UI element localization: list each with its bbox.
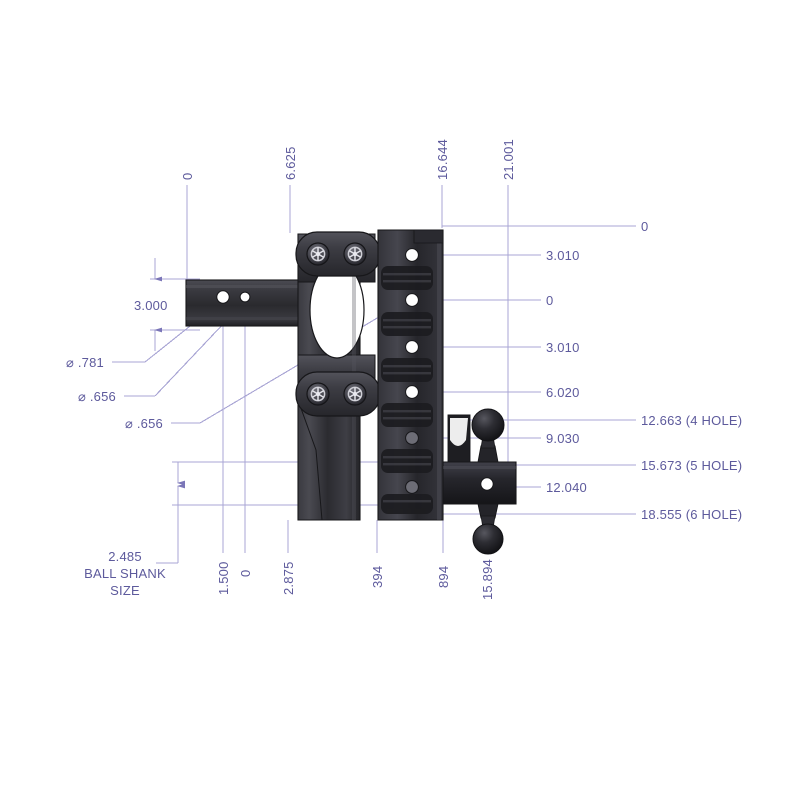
rail-hole-5 xyxy=(405,431,419,445)
bolt-upper-left xyxy=(306,242,330,266)
leader-label-781: ⌀ .781 xyxy=(66,355,104,370)
bottom-label-1500: 1.500 xyxy=(216,561,231,595)
right-label-6020: 6.020 xyxy=(546,385,580,400)
bottom-label-394: 394 xyxy=(370,566,385,588)
trailer-ball-lower xyxy=(472,503,504,555)
shank-hole-small xyxy=(239,291,251,303)
right-label-3010-b: 3.010 xyxy=(546,340,580,355)
right-label-3010-a: 3.010 xyxy=(546,248,580,263)
ball-shank-value: 2.485 xyxy=(108,549,142,564)
bolt-upper-right xyxy=(343,242,367,266)
bottom-label-0: 0 xyxy=(238,570,253,577)
top-label-0: 0 xyxy=(180,173,195,180)
top-label-16644: 16.644 xyxy=(435,139,450,180)
bottom-label-15894: 15.894 xyxy=(480,559,495,600)
receiver-shank-bar xyxy=(185,279,302,327)
ball-shank-text-2: SIZE xyxy=(110,583,140,598)
rail-hole-6 xyxy=(405,480,419,494)
bottom-dimension-labels: 1.500 0 2.875 394 894 15.894 xyxy=(216,559,495,600)
dual-ball-mount xyxy=(442,408,517,555)
right-label-12040: 12.040 xyxy=(546,480,587,495)
hitch-assembly xyxy=(185,229,517,555)
rail-hole-3 xyxy=(405,340,419,354)
ball-shank-size-note: 2.485 BALL SHANK SIZE xyxy=(84,549,166,598)
adjustment-rail xyxy=(377,229,444,521)
bottom-label-894: 894 xyxy=(436,566,451,588)
top-label-6625: 6.625 xyxy=(283,146,298,180)
rail-hole-4 xyxy=(405,385,419,399)
trailer-ball-upper xyxy=(471,408,505,463)
bolt-lower-right xyxy=(343,382,367,406)
ball-shank-text-1: BALL SHANK xyxy=(84,566,166,581)
left-label-3000: 3.000 xyxy=(134,298,168,313)
right-label-15673: 15.673 (5 HOLE) xyxy=(641,458,742,473)
ball-mount-plate-hole xyxy=(480,477,494,491)
top-label-21001: 21.001 xyxy=(501,139,516,180)
right-label-12663: 12.663 (4 HOLE) xyxy=(641,413,742,428)
right-label-9030: 9.030 xyxy=(546,431,580,446)
bottom-label-2875: 2.875 xyxy=(281,561,296,595)
top-dimension-labels: 0 6.625 16.644 21.001 xyxy=(180,139,516,180)
shank-hole-large xyxy=(216,290,230,304)
lower-pivot-arm xyxy=(295,371,381,417)
rail-hole-1 xyxy=(405,248,419,262)
right-dimension-labels: 0 3.010 0 3.010 6.020 12.663 (4 HOLE) 9.… xyxy=(546,219,742,522)
main-body-plate xyxy=(297,233,376,521)
leader-label-656-b: ⌀ .656 xyxy=(125,416,163,431)
bolt-lower-left xyxy=(306,382,330,406)
right-label-0-top: 0 xyxy=(641,219,648,234)
left-dimension-labels: 3.000 ⌀ .781 ⌀ .656 ⌀ .656 xyxy=(66,298,168,431)
rail-hole-2 xyxy=(405,293,419,307)
upper-pivot-arm xyxy=(295,231,381,277)
right-label-0-mid: 0 xyxy=(546,293,553,308)
leader-label-656-a: ⌀ .656 xyxy=(78,389,116,404)
right-label-18555: 18.555 (6 HOLE) xyxy=(641,507,742,522)
